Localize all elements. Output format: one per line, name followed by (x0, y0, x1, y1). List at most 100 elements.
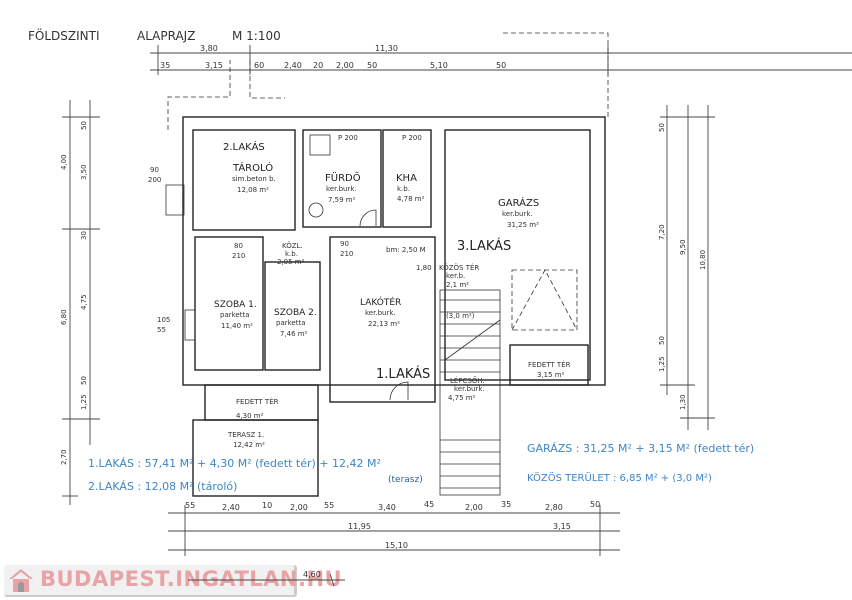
svg-text:12,42 m²: 12,42 m² (233, 441, 265, 449)
svg-text:2,1 m²: 2,1 m² (446, 281, 469, 289)
room-name: TERASZ 1. (227, 431, 264, 439)
svg-text:2,00: 2,00 (465, 503, 483, 512)
svg-text:55: 55 (157, 326, 166, 334)
walls (165, 116, 606, 497)
room-1-lakas: 1.LAKÁS (376, 366, 430, 382)
room-name: SZOBA 2. (274, 308, 317, 318)
svg-text:2,00: 2,00 (336, 61, 354, 70)
svg-text:4,30 m²: 4,30 m² (236, 412, 264, 420)
svg-text:7,59 m²: 7,59 m² (328, 196, 356, 204)
svg-text:15,10: 15,10 (385, 541, 408, 550)
room-name: LAKÓTÉR (360, 296, 401, 308)
svg-text:60: 60 (254, 61, 264, 70)
svg-text:6,80: 6,80 (60, 309, 68, 325)
svg-text:31,25 m²: 31,25 m² (507, 221, 539, 229)
svg-text:3,50: 3,50 (80, 164, 88, 180)
top-dimensions: 3,80 11,30 35 3,15 60 2,40 20 2,00 50 5,… (150, 44, 852, 75)
svg-text:10: 10 (262, 501, 272, 510)
svg-text:50: 50 (80, 376, 88, 385)
summary-kozos: KÖZÖS TERÜLET : 6,85 M² + (3,0 M²) (527, 471, 712, 484)
svg-text:sim.beton b.: sim.beton b. (232, 175, 276, 183)
svg-text:k.b.: k.b. (397, 185, 410, 193)
svg-text:ker.burk.: ker.burk. (326, 185, 357, 193)
room-name: FEDETT TÉR (528, 360, 571, 369)
svg-text:2,40: 2,40 (222, 503, 240, 512)
svg-text:P 200: P 200 (402, 134, 422, 142)
svg-text:90: 90 (340, 240, 349, 248)
summary-lakas-2: 2.LAKÁS : 12,08 M² (tároló) (88, 480, 237, 493)
svg-text:12,08 m²: 12,08 m² (237, 186, 269, 194)
svg-text:parketta: parketta (220, 311, 250, 319)
svg-text:4,75: 4,75 (80, 294, 88, 310)
room-3-lakas: 3.LAKÁS (457, 238, 511, 254)
svg-text:55: 55 (185, 501, 195, 510)
svg-text:20: 20 (313, 61, 323, 70)
svg-text:11,30: 11,30 (375, 44, 398, 53)
svg-text:7,20: 7,20 (658, 224, 666, 240)
room-name: KÖZÖS TÉR (439, 263, 479, 272)
room-labels: 2.LAKÁS TÁROLÓ sim.beton b. 12,08 m² FÜR… (214, 140, 571, 449)
svg-text:7,46 m²: 7,46 m² (280, 330, 308, 338)
svg-text:210: 210 (340, 250, 353, 258)
stair-note: (3,0 m²) (446, 312, 475, 320)
svg-text:k.b.: k.b. (285, 250, 298, 258)
svg-text:5,10: 5,10 (430, 61, 448, 70)
svg-text:2,00: 2,00 (290, 503, 308, 512)
room-name: FEDETT TÉR (236, 397, 279, 406)
svg-text:210: 210 (232, 252, 245, 260)
svg-text:3,15 m²: 3,15 m² (537, 371, 565, 379)
room-name: KHA (396, 173, 417, 184)
svg-text:50: 50 (658, 123, 666, 132)
svg-text:35: 35 (160, 61, 170, 70)
svg-text:4,75 m²: 4,75 m² (448, 394, 476, 402)
house-icon (9, 569, 33, 592)
svg-text:ker.burk.: ker.burk. (502, 210, 533, 218)
bottom-dimensions: 55 2,40 10 2,00 55 3,40 45 2,00 35 2,80 … (168, 500, 620, 556)
svg-text:2,40: 2,40 (284, 61, 302, 70)
svg-text:11,95: 11,95 (348, 522, 371, 531)
svg-text:2,05 m²: 2,05 m² (277, 258, 305, 266)
svg-text:1,25: 1,25 (658, 356, 666, 372)
svg-text:200: 200 (148, 176, 161, 184)
svg-text:2,80: 2,80 (545, 503, 563, 512)
svg-text:3,80: 3,80 (200, 44, 218, 53)
svg-text:3,40: 3,40 (378, 503, 396, 512)
svg-text:90: 90 (150, 166, 159, 174)
svg-text:50: 50 (367, 61, 377, 70)
svg-text:50: 50 (80, 121, 88, 130)
svg-text:11,40 m²: 11,40 m² (221, 322, 253, 330)
svg-text:22,13 m²: 22,13 m² (368, 320, 400, 328)
svg-text:105: 105 (157, 316, 170, 324)
plan-title: FÖLDSZINTI (28, 27, 100, 43)
svg-text:50: 50 (658, 336, 666, 345)
svg-text:ker.burk.: ker.burk. (365, 309, 396, 317)
svg-text:4,00: 4,00 (60, 154, 68, 170)
room-name: FÜRDŐ (325, 170, 361, 184)
svg-text:ker.b.: ker.b. (446, 272, 465, 280)
watermark-text: BUDAPEST.INGATLAN.HU (40, 567, 343, 591)
svg-text:P 200: P 200 (338, 134, 358, 142)
svg-text:35: 35 (501, 500, 511, 509)
svg-text:1,25: 1,25 (80, 394, 88, 410)
svg-text:50: 50 (496, 61, 506, 70)
svg-text:parketta: parketta (276, 319, 306, 327)
svg-text:4,78 m²: 4,78 m² (397, 195, 425, 203)
room-2-lakas: 2.LAKÁS (223, 140, 265, 153)
svg-text:bm: 2,50 M: bm: 2,50 M (386, 246, 426, 254)
svg-text:45: 45 (424, 500, 434, 509)
svg-text:10,80: 10,80 (699, 250, 707, 270)
svg-text:3,15: 3,15 (553, 522, 571, 531)
svg-text:ker.burk.: ker.burk. (454, 385, 485, 393)
left-dimensions: 4,00 6,80 2,70 50 3,50 30 4,75 50 1,25 (60, 100, 100, 505)
room-name: TÁROLÓ (232, 161, 273, 174)
svg-text:1,80: 1,80 (416, 264, 432, 272)
svg-text:30: 30 (80, 231, 88, 240)
svg-text:50: 50 (590, 500, 600, 509)
plan-subtitle: ALAPRAJZ (137, 29, 195, 43)
watermark: BUDAPEST.INGATLAN.HU (4, 565, 342, 597)
area-summary: 1.LAKÁS : 57,41 M² + 4,30 M² (fedett tér… (88, 442, 754, 493)
svg-text:80: 80 (234, 242, 243, 250)
room-name: SZOBA 1. (214, 300, 257, 310)
right-dimensions: 50 7,20 50 1,25 9,50 1,30 10,80 (658, 105, 715, 430)
